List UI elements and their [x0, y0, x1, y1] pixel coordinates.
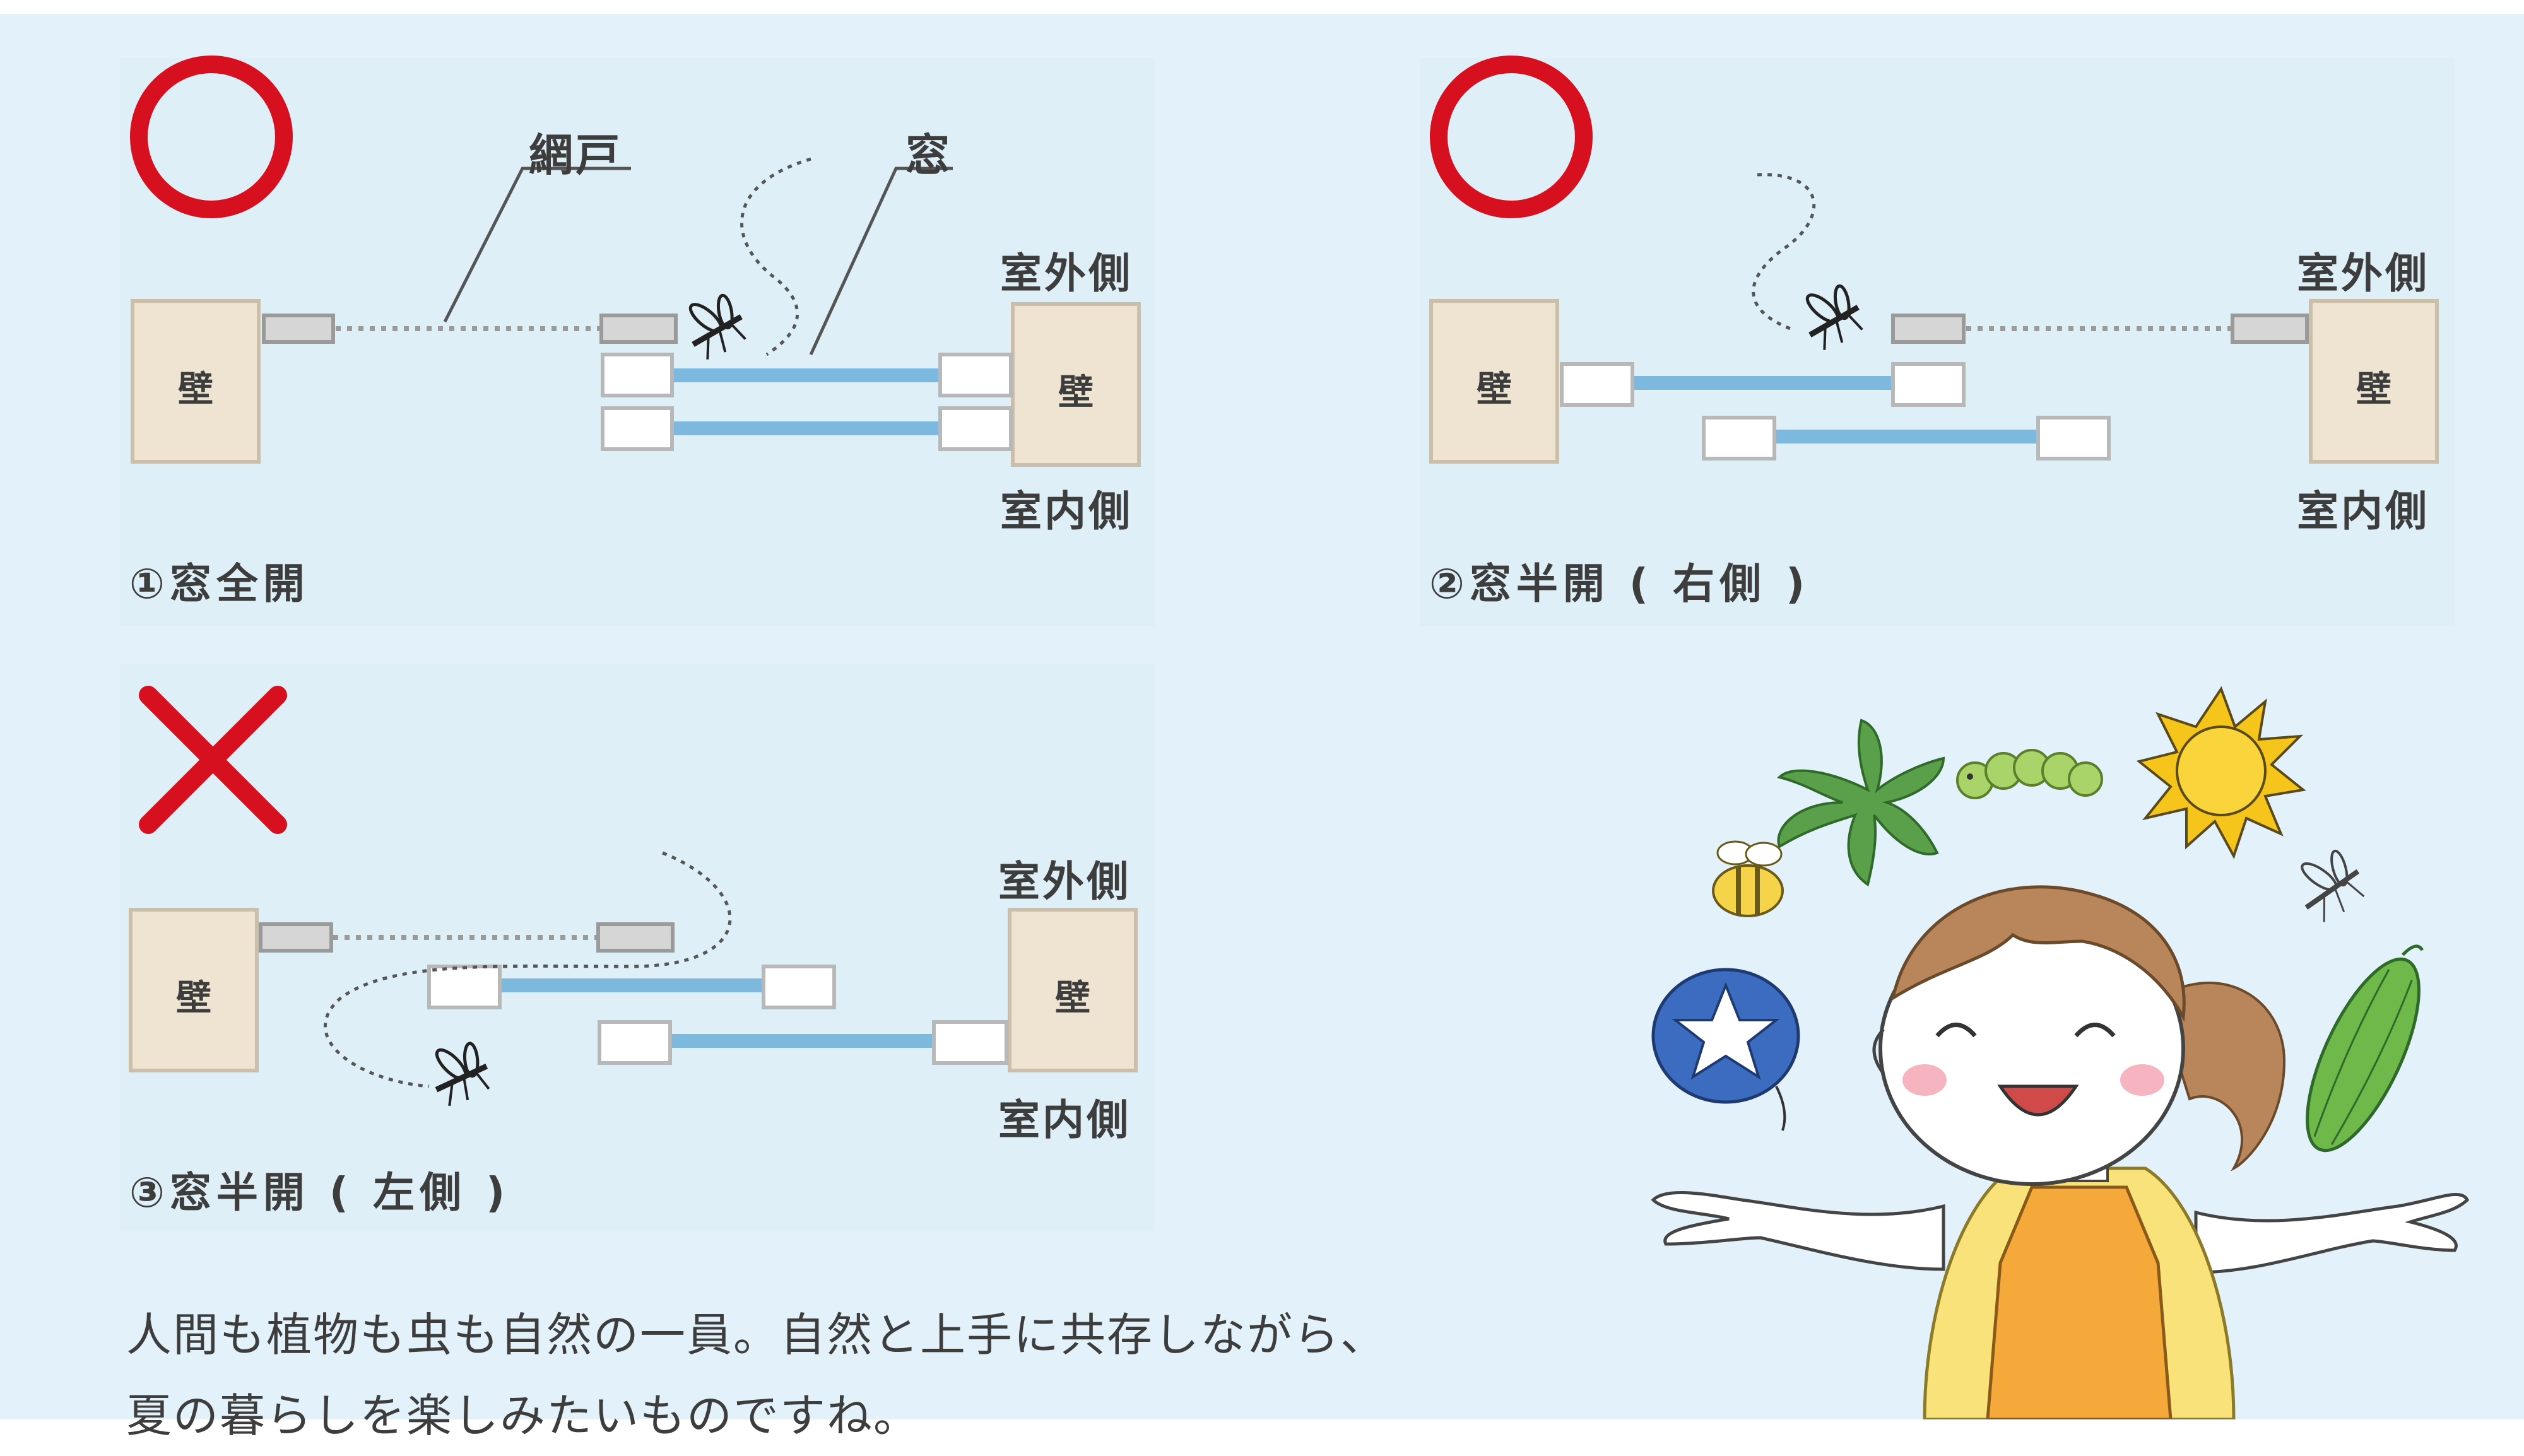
bee-icon — [1712, 840, 1784, 917]
bitter-melon-icon — [2306, 944, 2424, 1153]
apron — [1986, 1185, 2173, 1419]
screen-frame-right — [2231, 314, 2309, 344]
diagram-1 — [130, 56, 1141, 467]
mosquito-path — [1752, 173, 1816, 331]
screen-frame-left — [262, 314, 335, 344]
right-cheek — [2120, 1064, 2164, 1096]
leader-net — [443, 167, 631, 323]
screen-frame-right — [599, 314, 678, 344]
hair — [1890, 885, 2186, 1022]
wall-right — [1011, 302, 1141, 467]
mosquito-icon — [688, 293, 746, 360]
label-inside: 室内側 — [2297, 487, 2429, 536]
right-eye — [2074, 1023, 2116, 1038]
ear — [1872, 1028, 1885, 1075]
sash-inner-right — [2036, 416, 2111, 461]
mosquito-path — [324, 851, 732, 1088]
wall-right-label: 壁 — [2356, 369, 2391, 410]
ok-mark-icon — [130, 56, 293, 218]
screen-frame-right — [596, 922, 675, 953]
wall-left-label: 壁 — [178, 369, 213, 410]
wall-right — [1008, 908, 1138, 1072]
sash-inner-right — [932, 1020, 1008, 1065]
wall-left-label: 壁 — [1477, 369, 1512, 410]
diagram-graphics — [129, 56, 2470, 1419]
wall-right-label: 壁 — [1058, 372, 1094, 413]
caption-diagram-3: ③窓半開 ( 左側 ) — [129, 1168, 510, 1217]
wall-left — [1429, 299, 1559, 464]
body-text: 人間も植物も虫も自然の一員。自然と上手に共存しながら、夏の暮らしを楽しみたいもの… — [126, 1308, 1388, 1442]
star-balloon-icon — [1651, 968, 1800, 1131]
wall-left-label: 壁 — [176, 978, 211, 1019]
screen-frame-left — [259, 922, 333, 953]
mosquito-icon — [1805, 284, 1863, 350]
woman-illustration — [1651, 686, 2470, 1419]
label-net: 網戸 — [529, 129, 622, 181]
diagram-3 — [129, 686, 1138, 1107]
wall-left — [129, 908, 259, 1072]
diagram-2 — [1429, 56, 2439, 464]
screen-frame-left — [1891, 314, 1966, 344]
diagram-canvas: 網戸 窓 室外側 室内側 壁 壁 ①窓全開 室外側 室内側 壁 壁 ②窓半開 (… — [0, 14, 2524, 1442]
ponytail — [2156, 982, 2286, 1171]
sash-outer-right — [762, 965, 836, 1009]
caterpillar-icon — [1956, 749, 2103, 799]
sash-outer-left — [427, 965, 502, 1009]
leader-window — [809, 167, 953, 356]
sash-inner-left — [601, 406, 674, 451]
sash-outer-right — [938, 353, 1013, 397]
mosquito-icon — [2301, 849, 2365, 922]
left-cheek — [1902, 1064, 1947, 1096]
caption-diagram-2: ②窓半開 ( 右側 ) — [1429, 560, 1810, 608]
sash-inner-right — [938, 406, 1013, 451]
mosquito-icon — [435, 1042, 490, 1107]
leaf-icon — [1777, 719, 1945, 887]
sash-outer-left — [1560, 362, 1634, 407]
label-outside: 室外側 — [1000, 249, 1133, 298]
left-eye — [1935, 1023, 1977, 1038]
caption-diagram-1: ①窓全開 — [129, 560, 310, 608]
label-window: 窓 — [905, 129, 952, 181]
label-inside: 室内側 — [998, 1096, 1131, 1144]
label-outside: 室外側 — [2297, 249, 2429, 298]
sash-inner-left — [598, 1020, 672, 1065]
wall-right — [2309, 299, 2439, 464]
mouth — [1997, 1084, 2079, 1117]
sash-inner-left — [1702, 416, 1776, 461]
wall-right-label: 壁 — [1055, 978, 1090, 1019]
right-arm — [2194, 1192, 2470, 1274]
ng-mark-icon — [139, 686, 287, 834]
sun-icon — [2136, 686, 2306, 859]
sash-outer-right — [1891, 362, 1966, 407]
label-outside: 室外側 — [998, 857, 1131, 906]
mosquito-path — [740, 157, 811, 356]
label-inside: 室内側 — [1000, 487, 1133, 536]
sash-outer-left — [601, 353, 674, 397]
left-arm — [1651, 1191, 1945, 1271]
ok-mark-icon — [1430, 56, 1593, 218]
wall-left — [131, 299, 261, 464]
